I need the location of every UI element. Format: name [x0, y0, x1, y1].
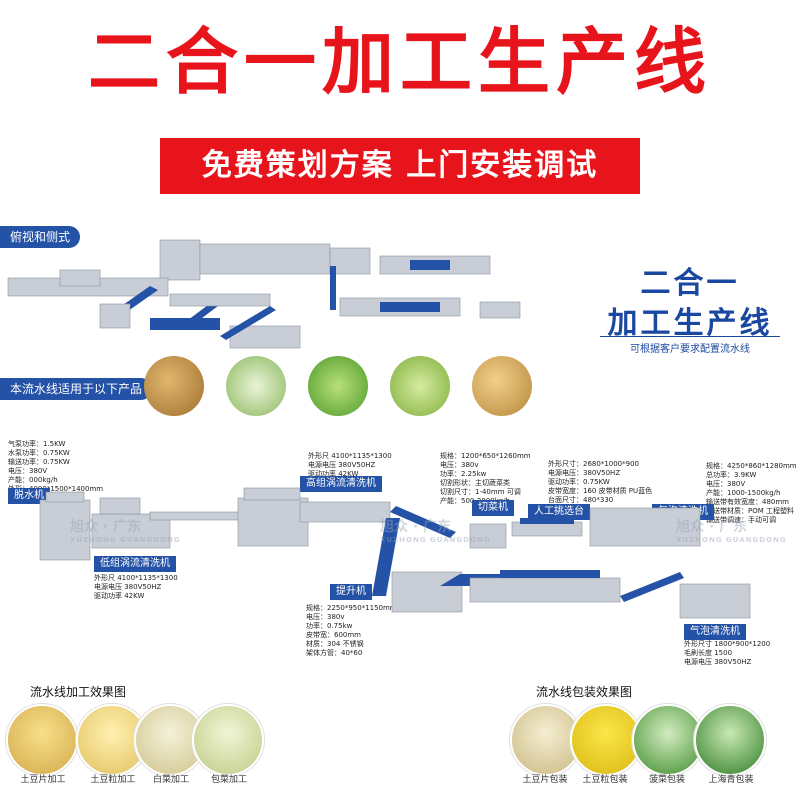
cutter-feed-conveyor [390, 506, 456, 538]
view-tag: 俯视和侧式 [0, 226, 81, 248]
potato-product-image [144, 356, 204, 416]
cabbage-product-image [390, 356, 450, 416]
dewater-machine-top [45, 491, 85, 503]
low-vortex-spec: 外形尺 4100*1135*1300 电源电压 380V50HZ 驱动功率 42… [94, 574, 178, 600]
lower-incline-belt [620, 572, 684, 602]
high-vortex-washer [237, 497, 309, 547]
dewater-label: 脱水机 [8, 488, 50, 504]
dewater-machine [39, 499, 91, 561]
overview-belt-c [330, 266, 336, 310]
low-vortex-label: 低组涡流清洗机 [94, 556, 176, 572]
high-vortex-label: 高组涡流清洗机 [300, 476, 382, 492]
lift-label: 提升机 [330, 584, 372, 600]
side-note: 可根据客户要求配置流水线 [630, 344, 750, 355]
pack-caption-4: 上海青包装 [708, 775, 754, 785]
potato-slice-image [6, 704, 78, 776]
process-caption-2: 土豆粒加工 [90, 775, 136, 785]
overview-side-c [99, 303, 131, 329]
overview-lift-c [220, 306, 276, 340]
dewater-spec: 气泵功率：1.5KW 水泵功率：0.75KW 输送功率：0.75KW 电压：38… [8, 440, 104, 493]
bokchoy-pack-image [694, 704, 766, 776]
overview-side-d [169, 293, 271, 307]
picking-table [511, 521, 583, 537]
bubble-bottom-spec: 外形尺寸 1800*900*1200 毛刷长度 1500 电源电压 380V50… [684, 640, 771, 666]
bubble-bottom-label: 气泡清洗机 [684, 624, 746, 640]
side-title-divider [600, 336, 780, 337]
products-tag: 本流水线适用于以下产品 [0, 378, 153, 400]
production-line-illustration [39, 487, 751, 619]
high-vortex-hood [243, 487, 301, 501]
lettuce-product-image [308, 356, 368, 416]
low-vortex-hood [99, 497, 141, 515]
page-title: 二合一加工生产线 [87, 20, 712, 104]
cutter-machine [469, 523, 507, 549]
overview-washer-a [159, 239, 201, 281]
pack-section-title: 流水线包装效果图 [536, 685, 633, 699]
bubble-washer-top [589, 507, 701, 547]
picking-label: 人工挑选台 [528, 504, 590, 520]
potato-dice-pack-image [570, 704, 642, 776]
overview-washer-b [199, 243, 331, 275]
pack-caption-3: 菠菜包装 [648, 775, 685, 785]
overview-line-illustration [7, 239, 521, 349]
overview-belt-a [410, 260, 450, 270]
overview-belt-b [380, 302, 440, 312]
service-banner: 免费策划方案 上门安装调试 [160, 138, 640, 194]
lower-tank [391, 571, 463, 613]
cutter-label: 切菜机 [472, 500, 514, 516]
head-cabbage-process-image [192, 704, 264, 776]
overview-washer-f [479, 301, 521, 319]
process-caption-3: 白菜加工 [152, 775, 189, 785]
pack-caption-2: 土豆粒包装 [582, 775, 628, 785]
side-title-line1: 二合一 [640, 266, 740, 301]
spinach-pack-image [632, 704, 704, 776]
lower-belt-b [500, 570, 600, 578]
side-title-line2: 加工生产线 [607, 306, 773, 341]
process-section-title: 流水线加工效果图 [30, 685, 127, 699]
cabbage-chinese-product-image [226, 356, 286, 416]
lower-washer [469, 577, 621, 603]
lift-spec: 规格：2250*950*1150mm 电压：380v 功率：0.75kw 皮带宽… [306, 604, 397, 657]
high-vortex-spec: 外形尺 4100*1135*1300 电源电压 380V50HZ 驱动功率 42… [308, 452, 392, 478]
potato-2-product-image [472, 356, 532, 416]
process-caption-4: 包菜加工 [210, 775, 247, 785]
bubble-washer-bottom [679, 583, 751, 619]
process-caption-1: 土豆片加工 [20, 775, 66, 785]
overview-washer-c [329, 247, 371, 275]
overview-side-b [59, 269, 101, 287]
bubble-top-spec: 规格：4250*860*1280mm 总功率：3.9KW 电压：380V 产能：… [706, 462, 797, 524]
lift-conveyor [372, 518, 400, 596]
picking-spec: 外形尺寸：2680*1000*900 电源电压：380V50HZ 驱动功率：0.… [548, 460, 653, 504]
pack-caption-1: 土豆片包装 [522, 775, 568, 785]
picking-belt [520, 518, 574, 524]
high-vortex-tank [299, 501, 391, 523]
